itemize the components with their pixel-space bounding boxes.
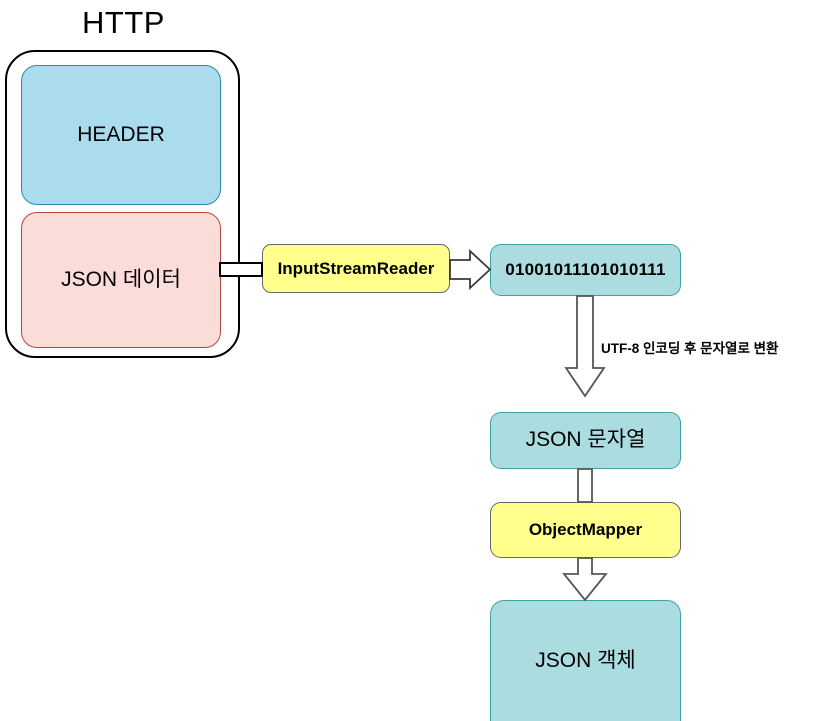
edge-binary-to-json-string [564, 295, 606, 398]
node-binary-string[interactable]: 01001011101010111 [490, 244, 681, 296]
node-json-object[interactable]: JSON 객체 [490, 600, 681, 721]
edge-label-utf8-encoding: UTF-8 인코딩 후 문자열로 변환 [601, 341, 779, 356]
node-header[interactable]: HEADER [21, 65, 221, 205]
edge-json-string-to-object-mapper [577, 468, 593, 503]
edge-object-mapper-to-json-object [562, 557, 608, 602]
node-object-mapper[interactable]: ObjectMapper [490, 502, 681, 558]
node-json-data[interactable]: JSON 데이터 [21, 212, 221, 348]
node-json-string[interactable]: JSON 문자열 [490, 412, 681, 469]
edge-reader-to-binary [449, 248, 492, 291]
node-input-stream-reader[interactable]: InputStreamReader [262, 244, 450, 293]
diagram-title-http: HTTP [82, 5, 165, 41]
